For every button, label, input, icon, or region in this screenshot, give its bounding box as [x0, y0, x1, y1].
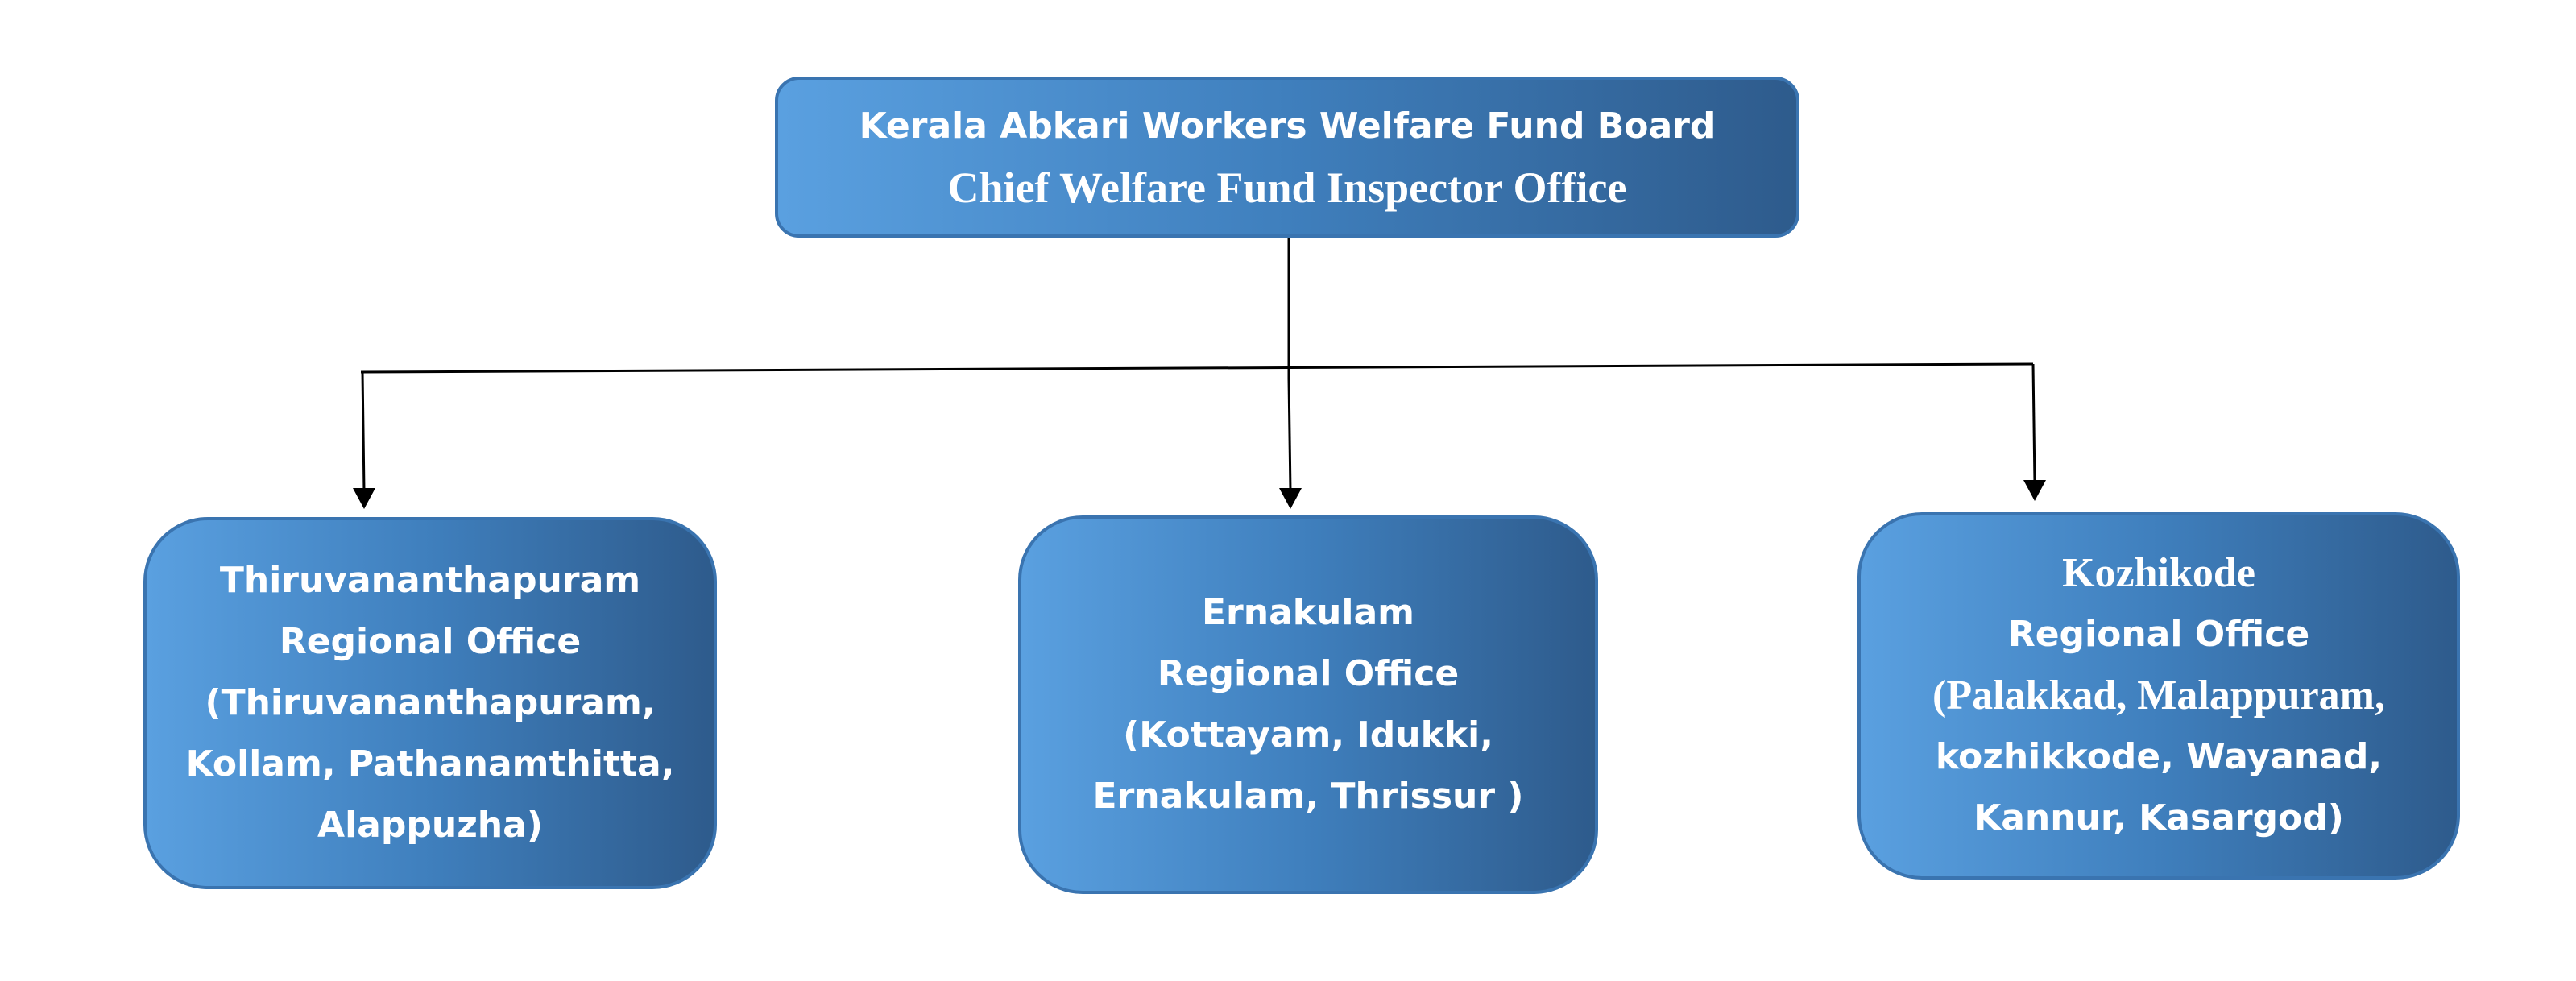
region-line: (Kottayam, Idukki, [1123, 714, 1493, 755]
head-office-box: Kerala Abkari Workers Welfare Fund Board… [775, 77, 1799, 238]
region-line: Kollam, Pathanamthitta, [185, 743, 675, 784]
arrow-left [353, 488, 375, 509]
regional-office-ernakulam: Ernakulam Regional Office (Kottayam, Idu… [1018, 515, 1598, 894]
region-line: Thiruvananthapuram [219, 560, 641, 601]
branch-horizontal-line [360, 362, 2034, 374]
region-line: Regional Office [2007, 614, 2310, 655]
branch-left-line [361, 371, 366, 492]
region-line: Regional Office [279, 621, 582, 662]
regional-office-thiruvananthapuram: Thiruvananthapuram Regional Office (Thir… [143, 517, 717, 889]
head-office-subtitle: Chief Welfare Fund Inspector Office [947, 164, 1627, 212]
regional-office-kozhikode: Kozhikode Regional Office (Palakkad, Mal… [1857, 512, 2460, 880]
region-line: (Palakkad, Malappuram, [1932, 673, 2385, 718]
region-line: (Thiruvananthapuram, [205, 682, 656, 723]
branch-right-line [2031, 363, 2036, 484]
head-office-title: Kerala Abkari Workers Welfare Fund Board [859, 106, 1716, 147]
region-line: Kozhikode [2062, 550, 2255, 596]
arrow-mid [1279, 488, 1302, 509]
region-line: kozhikkode, Wayanad, [1935, 736, 2383, 777]
region-line: Ernakulam, Thrissur ) [1092, 776, 1524, 817]
region-line: Alappuzha) [317, 805, 543, 846]
region-line: Kannur, Kasargod) [1973, 797, 2344, 838]
arrow-right [2023, 480, 2046, 501]
region-line: Ernakulam [1202, 592, 1414, 633]
branch-mid-line [1287, 378, 1292, 492]
region-line: Regional Office [1157, 653, 1460, 694]
